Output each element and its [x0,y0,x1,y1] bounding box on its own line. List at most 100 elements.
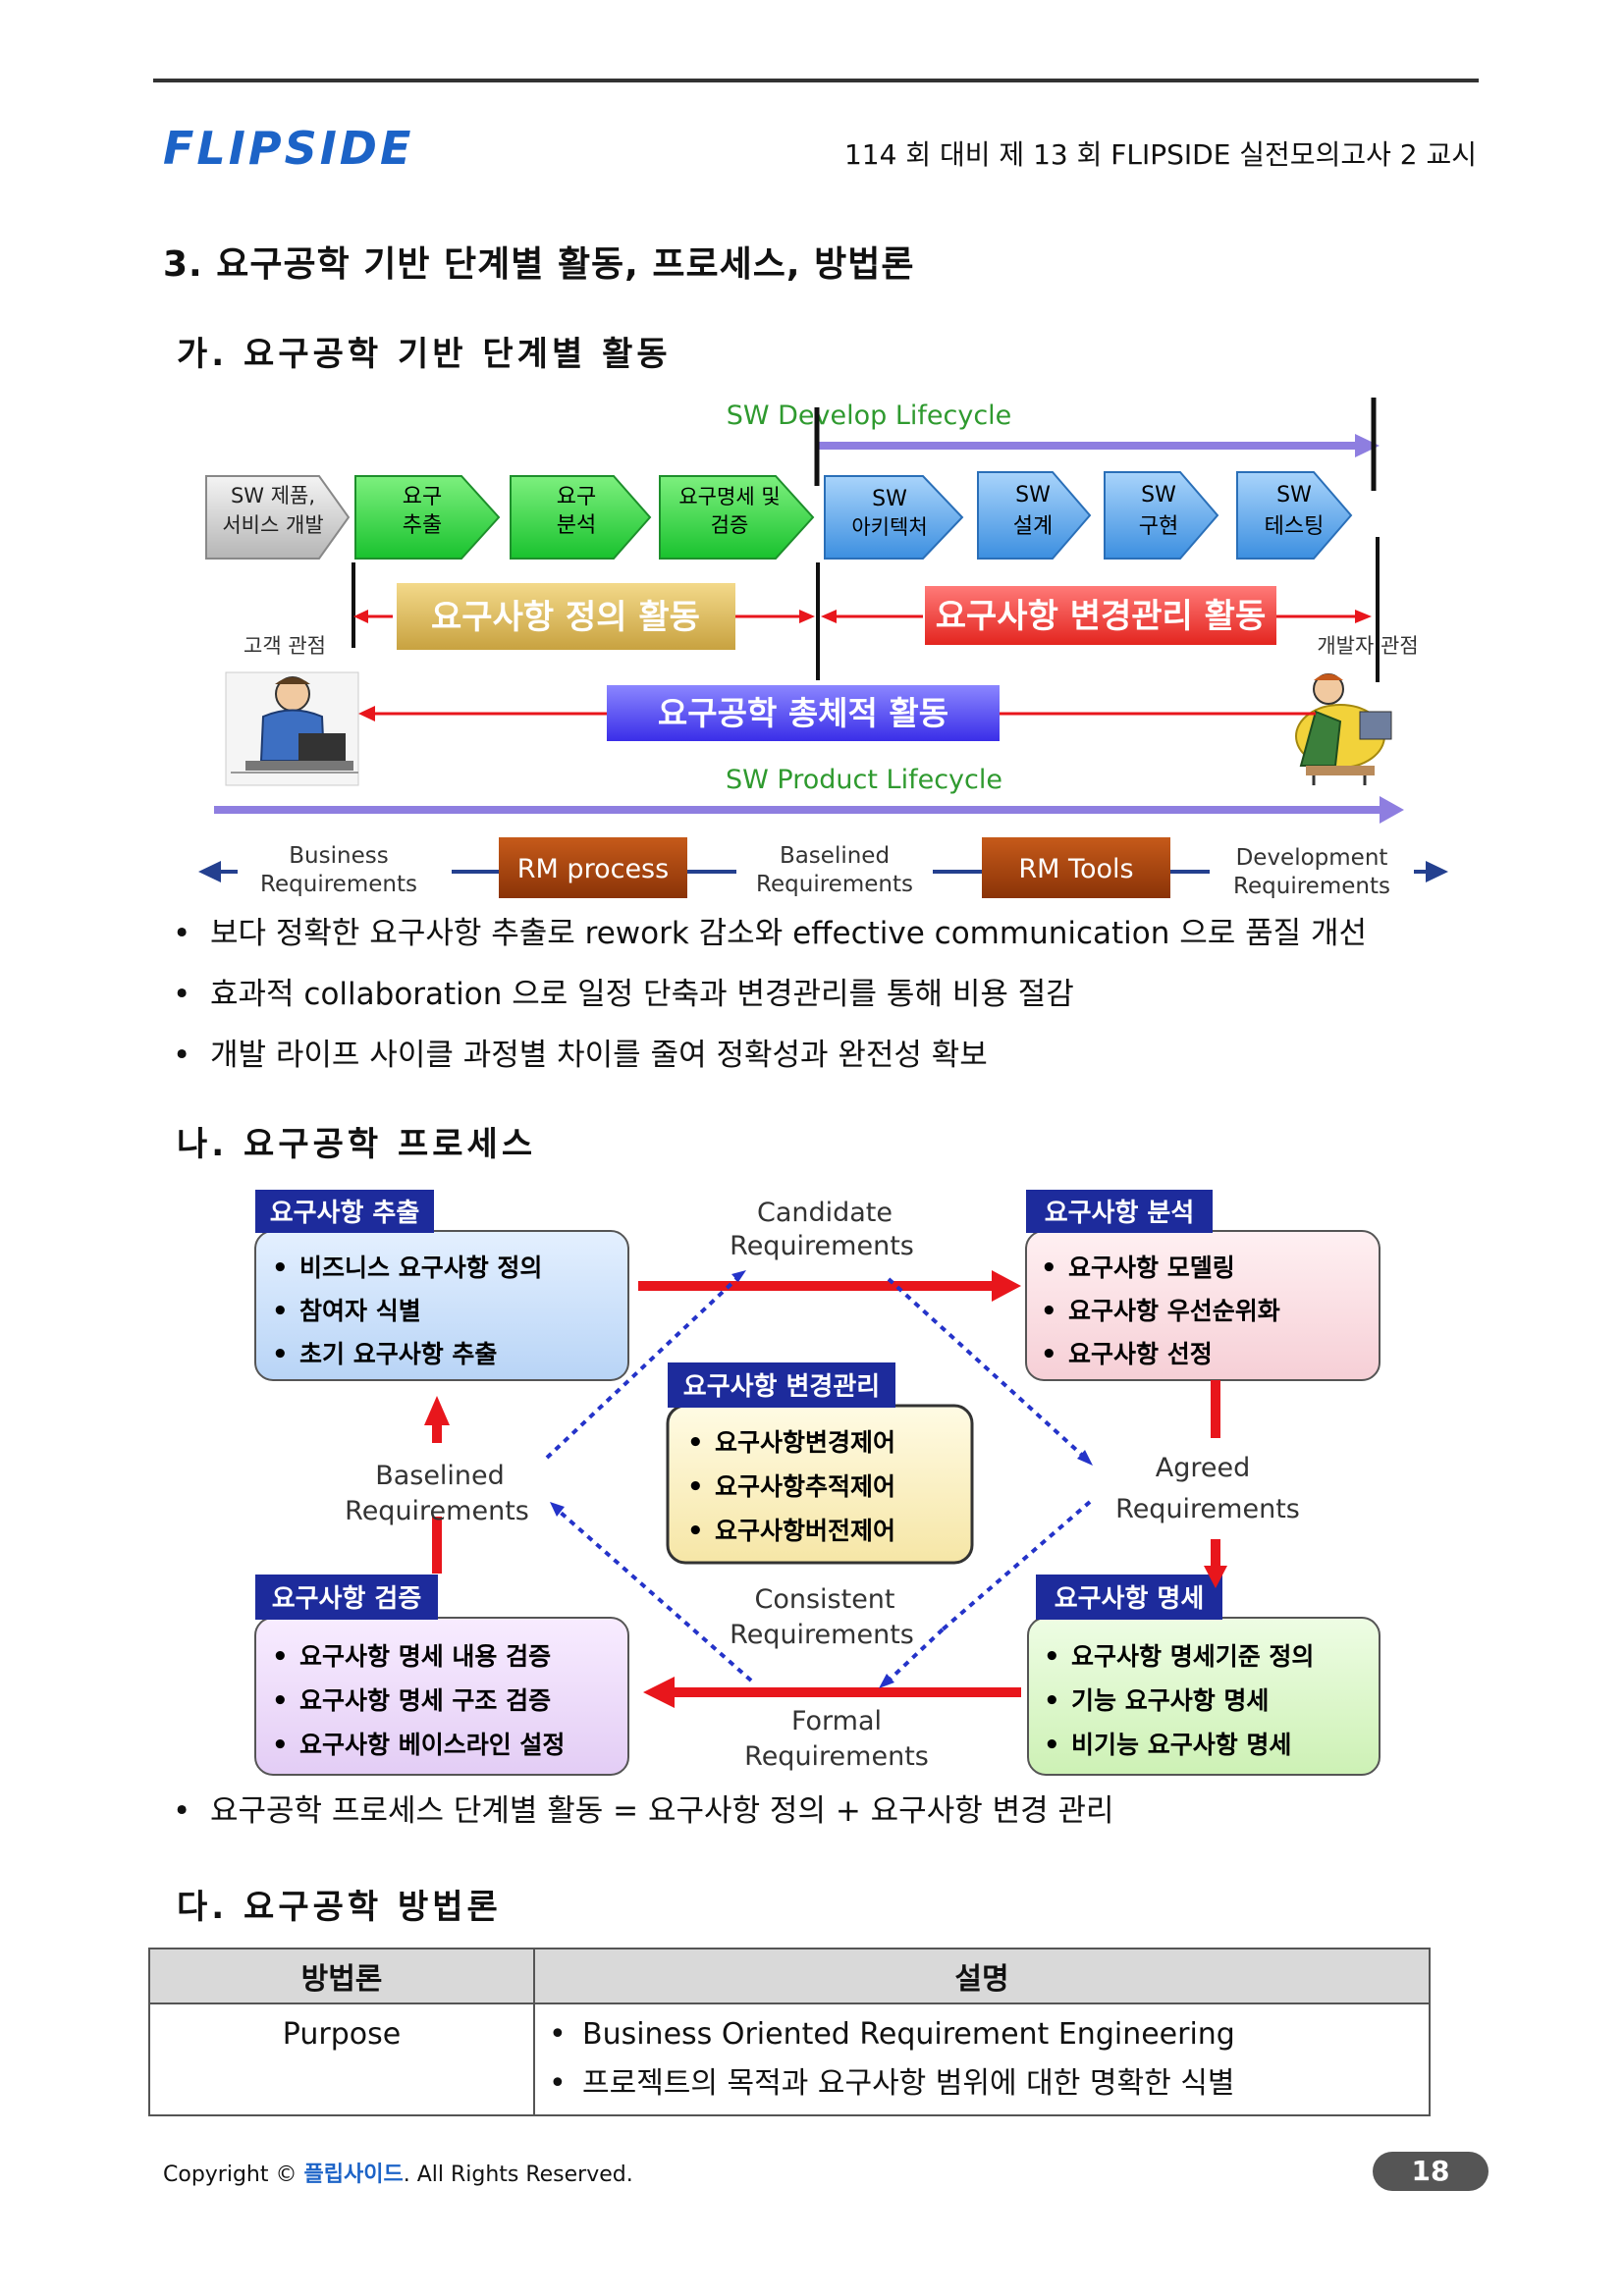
product-lifecycle-label: SW Product Lifecycle [726,765,1002,795]
svg-text:설계: 설계 [1013,514,1053,539]
developer-figure [1295,673,1392,785]
develop-lifecycle-label: SW Develop Lifecycle [727,400,1012,431]
svg-text:•: • [272,1254,289,1283]
stage-elicit: 요구 추출 [354,475,501,560]
footer-copyright: Copyright © 플립사이드. All Rights Reserved. [163,2163,633,2187]
svg-text:SW: SW [1276,483,1312,507]
stage-testing: SW 테스팅 [1236,471,1353,560]
baselined-req-line1: Baselined [375,1461,505,1491]
stage-spec: 요구명세 및 검증 [659,475,815,560]
bullet-item: •개발 라이프 사이클 과정별 차이를 줄여 정확성과 완전성 확보 [173,1038,988,1073]
svg-text:요구명세 및: 요구명세 및 [678,485,780,508]
baselined-req-line2: Requirements [756,872,913,897]
bullet-item: •보다 정확한 요구사항 추출로 rework 감소와 effective co… [173,916,1368,951]
agreed-req-line1: Agreed [1156,1453,1250,1483]
formal-req-line1: Formal [791,1706,882,1736]
rm-tools-label: RM Tools [1018,854,1133,884]
candidate-req-line1: Candidate [757,1198,893,1228]
svg-text:요구사항 분석: 요구사항 분석 [1045,1199,1195,1228]
methodology-table: 방법론 설명 Purpose •Business Oriented Requir… [148,1948,1431,2116]
table-header-method: 방법론 [148,1948,535,2004]
section-title: 3. 요구공학 기반 단계별 활동, 프로세스, 방법론 [163,244,915,285]
bullet-item: •효과적 collaboration 으로 일정 단축과 변경관리를 통해 비용… [173,977,1074,1012]
stage-start-line2: 서비스 개발 [222,513,323,537]
svg-text:요구사항 모델링: 요구사항 모델링 [1068,1254,1235,1282]
specification-box: 요구사항 명세 • 요구사항 명세기준 정의 • 기능 요구사항 명세 • 비기능 요… [1027,1575,1380,1776]
desc-item: •프로젝트의 목적과 요구사항 범위에 대한 명확한 식별 [549,2066,1235,2101]
define-activity-box [397,583,735,650]
svg-text:요구사항 명세 내용 검증: 요구사항 명세 내용 검증 [299,1642,551,1671]
svg-text:비기능 요구사항 명세: 비기능 요구사항 명세 [1071,1731,1291,1759]
baselined-req-line2: Requirements [345,1496,529,1526]
svg-text:아키텍처: 아키텍처 [851,515,927,539]
svg-text:요구사항 변경관리: 요구사항 변경관리 [683,1372,880,1402]
table-row: Purpose •Business Oriented Requirement E… [148,2002,1431,2116]
svg-text:•: • [272,1340,289,1369]
svg-text:•: • [1044,1731,1060,1760]
svg-text:요구사항추적제어: 요구사항추적제어 [715,1472,895,1501]
svg-text:SW: SW [1141,483,1176,507]
table-header-row: 방법론 설명 [148,1948,1431,2004]
svg-text:•: • [272,1642,289,1672]
analysis-box: 요구사항 분석 •요구사항 모델링 •요구사항 우선순위화 •요구사항 선정 [1025,1190,1380,1381]
svg-text:•: • [1044,1686,1060,1716]
stage-architecture: SW 아키텍처 [824,475,964,560]
change-activity-box [925,586,1276,645]
customer-view-label: 고객 관점 [244,634,326,658]
svg-text:•: • [272,1297,289,1326]
svg-text:•: • [687,1472,704,1502]
svg-text:요구: 요구 [403,485,442,509]
svg-text:요구: 요구 [557,485,596,509]
svg-text:요구사항 명세기준 정의: 요구사항 명세기준 정의 [1071,1642,1314,1671]
stage-analysis: 요구 분석 [510,475,652,560]
svg-text:검증: 검증 [711,513,749,537]
lifecycle-diagram: SW Develop Lifecycle SW 제품, 서비스 개발 요구 추출… [198,398,1448,898]
table-header-desc: 설명 [533,1948,1431,2004]
stage-design: SW 설계 [977,471,1092,560]
svg-text:요구사항버전제어: 요구사항버전제어 [715,1517,895,1545]
section-b-title: 나. 요구공학 프로세스 [177,1125,537,1164]
business-req-line1: Business [289,843,388,869]
svg-text:구현: 구현 [1139,514,1178,539]
page-number: 18 [1373,2152,1489,2191]
development-req-line1: Development [1236,845,1388,871]
bullet-item: •요구공학 프로세스 단계별 활동 = 요구사항 정의 + 요구사항 변경 관리 [173,1793,1114,1829]
svg-text:SW: SW [872,487,907,511]
desc-item: •Business Oriented Requirement Engineeri… [549,2017,1235,2052]
elicitation-box: 요구사항 추출 •비즈니스 요구사항 정의 •참여자 식별 •초기 요구사항 추… [254,1190,629,1381]
svg-text:요구사항변경제어: 요구사항변경제어 [715,1428,895,1457]
section-a-bullets: •보다 정확한 요구사항 추출로 rework 감소와 effective co… [173,903,1367,1086]
svg-text:•: • [1041,1340,1057,1369]
svg-text:기능 요구사항 명세: 기능 요구사항 명세 [1071,1686,1269,1715]
svg-text:분석: 분석 [557,513,596,538]
rm-process-label: RM process [517,854,669,884]
svg-text:참여자 식별: 참여자 식별 [299,1297,421,1325]
svg-text:•: • [1044,1642,1060,1672]
developer-view-label: 개발자 관점 [1317,634,1418,658]
section-c-title: 다. 요구공학 방법론 [177,1888,502,1927]
svg-text:비즈니스 요구사항 정의: 비즈니스 요구사항 정의 [299,1254,542,1282]
overall-activity-label: 요구공학 총체적 활동 [658,694,948,732]
business-req-line2: Requirements [260,872,417,897]
stage-start-line1: SW 제품, [231,484,315,507]
svg-text:•: • [1041,1297,1057,1326]
rm-tools-box [982,837,1170,898]
svg-text:요구사항 명세: 요구사항 명세 [1055,1584,1205,1614]
define-activity-label: 요구사항 정의 활동 [431,598,700,637]
svg-text:요구사항 우선순위화: 요구사항 우선순위화 [1068,1297,1280,1325]
svg-text:추출: 추출 [403,513,442,538]
footer-brand: 플립사이드 [303,2163,404,2187]
svg-text:•: • [272,1731,289,1760]
svg-text:•: • [1041,1254,1057,1283]
svg-text:SW: SW [1015,483,1051,507]
development-req-line2: Requirements [1233,874,1390,898]
svg-text:요구사항 명세 구조 검증: 요구사항 명세 구조 검증 [299,1686,551,1715]
overall-activity-box [607,685,1000,741]
change-management-box: 요구사항 변경관리 •요구사항변경제어 •요구사항추적제어 •요구사항버전제어 [666,1362,974,1565]
section-a-title: 가. 요구공학 기반 단계별 활동 [177,335,672,374]
svg-text:요구사항 검증: 요구사항 검증 [272,1584,422,1614]
svg-text:요구사항 추출: 요구사항 추출 [270,1199,420,1228]
svg-text:테스팅: 테스팅 [1265,514,1325,539]
svg-text:•: • [687,1428,704,1458]
stage-start [205,475,351,560]
